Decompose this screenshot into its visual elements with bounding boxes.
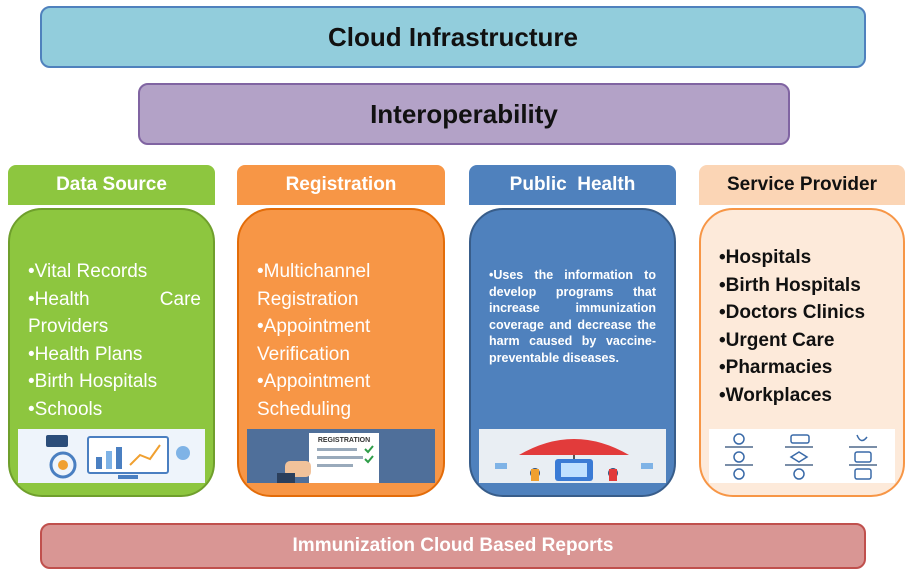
interoperability-band: Interoperability xyxy=(138,83,790,145)
registration-list: •Multichannel Registration •Appointment … xyxy=(257,258,431,423)
service-provider-card: •Hospitals •Birth Hospitals •Doctors Cli… xyxy=(699,208,905,497)
public-health-card: •Uses the information to develop program… xyxy=(469,208,676,497)
list-item: •Multichannel Registration xyxy=(257,261,371,310)
list-item: •Health Care Providers xyxy=(28,288,201,338)
list-item: •Hospitals xyxy=(719,247,812,268)
list-item: •Birth Hospitals xyxy=(28,371,158,392)
registration-form-illustration: REGISTRATION xyxy=(247,429,435,483)
vaccine-umbrella-illustration xyxy=(479,429,666,483)
list-item: •Birth Hospitals xyxy=(719,274,861,296)
public-health-description: •Uses the information to develop program… xyxy=(489,268,656,365)
list-item: •Doctors Clinics xyxy=(719,302,866,323)
healthcare-services-icons xyxy=(709,429,895,483)
data-source-header: Data Source xyxy=(8,165,215,205)
list-item: •Health Plans xyxy=(28,343,143,365)
service-provider-list: •Hospitals •Birth Hospitals •Doctors Cli… xyxy=(719,244,891,409)
list-item: •Appointment Scheduling xyxy=(257,371,371,420)
list-item: •Workplaces xyxy=(719,384,832,406)
immunization-reports-band: Immunization Cloud Based Reports xyxy=(40,523,866,569)
registration-image-text: REGISTRATION xyxy=(318,437,370,444)
list-item: •Schools xyxy=(28,398,103,420)
data-source-card: •Vital Records •Health Care Providers •H… xyxy=(8,208,215,497)
registration-card: •Multichannel Registration •Appointment … xyxy=(237,208,445,497)
list-item: •Pharmacies xyxy=(719,357,833,378)
registration-header: Registration xyxy=(237,165,445,205)
list-item: •Vital Records xyxy=(28,261,148,282)
list-item: •Urgent Care xyxy=(719,329,835,351)
data-analytics-illustration xyxy=(18,429,205,483)
public-health-header: Public Health xyxy=(469,165,676,205)
service-provider-header: Service Provider xyxy=(699,165,905,205)
data-source-list: •Vital Records •Health Care Providers •H… xyxy=(28,258,201,423)
list-item: •Appointment Verification xyxy=(257,316,371,365)
cloud-infrastructure-band: Cloud Infrastructure xyxy=(40,6,866,68)
